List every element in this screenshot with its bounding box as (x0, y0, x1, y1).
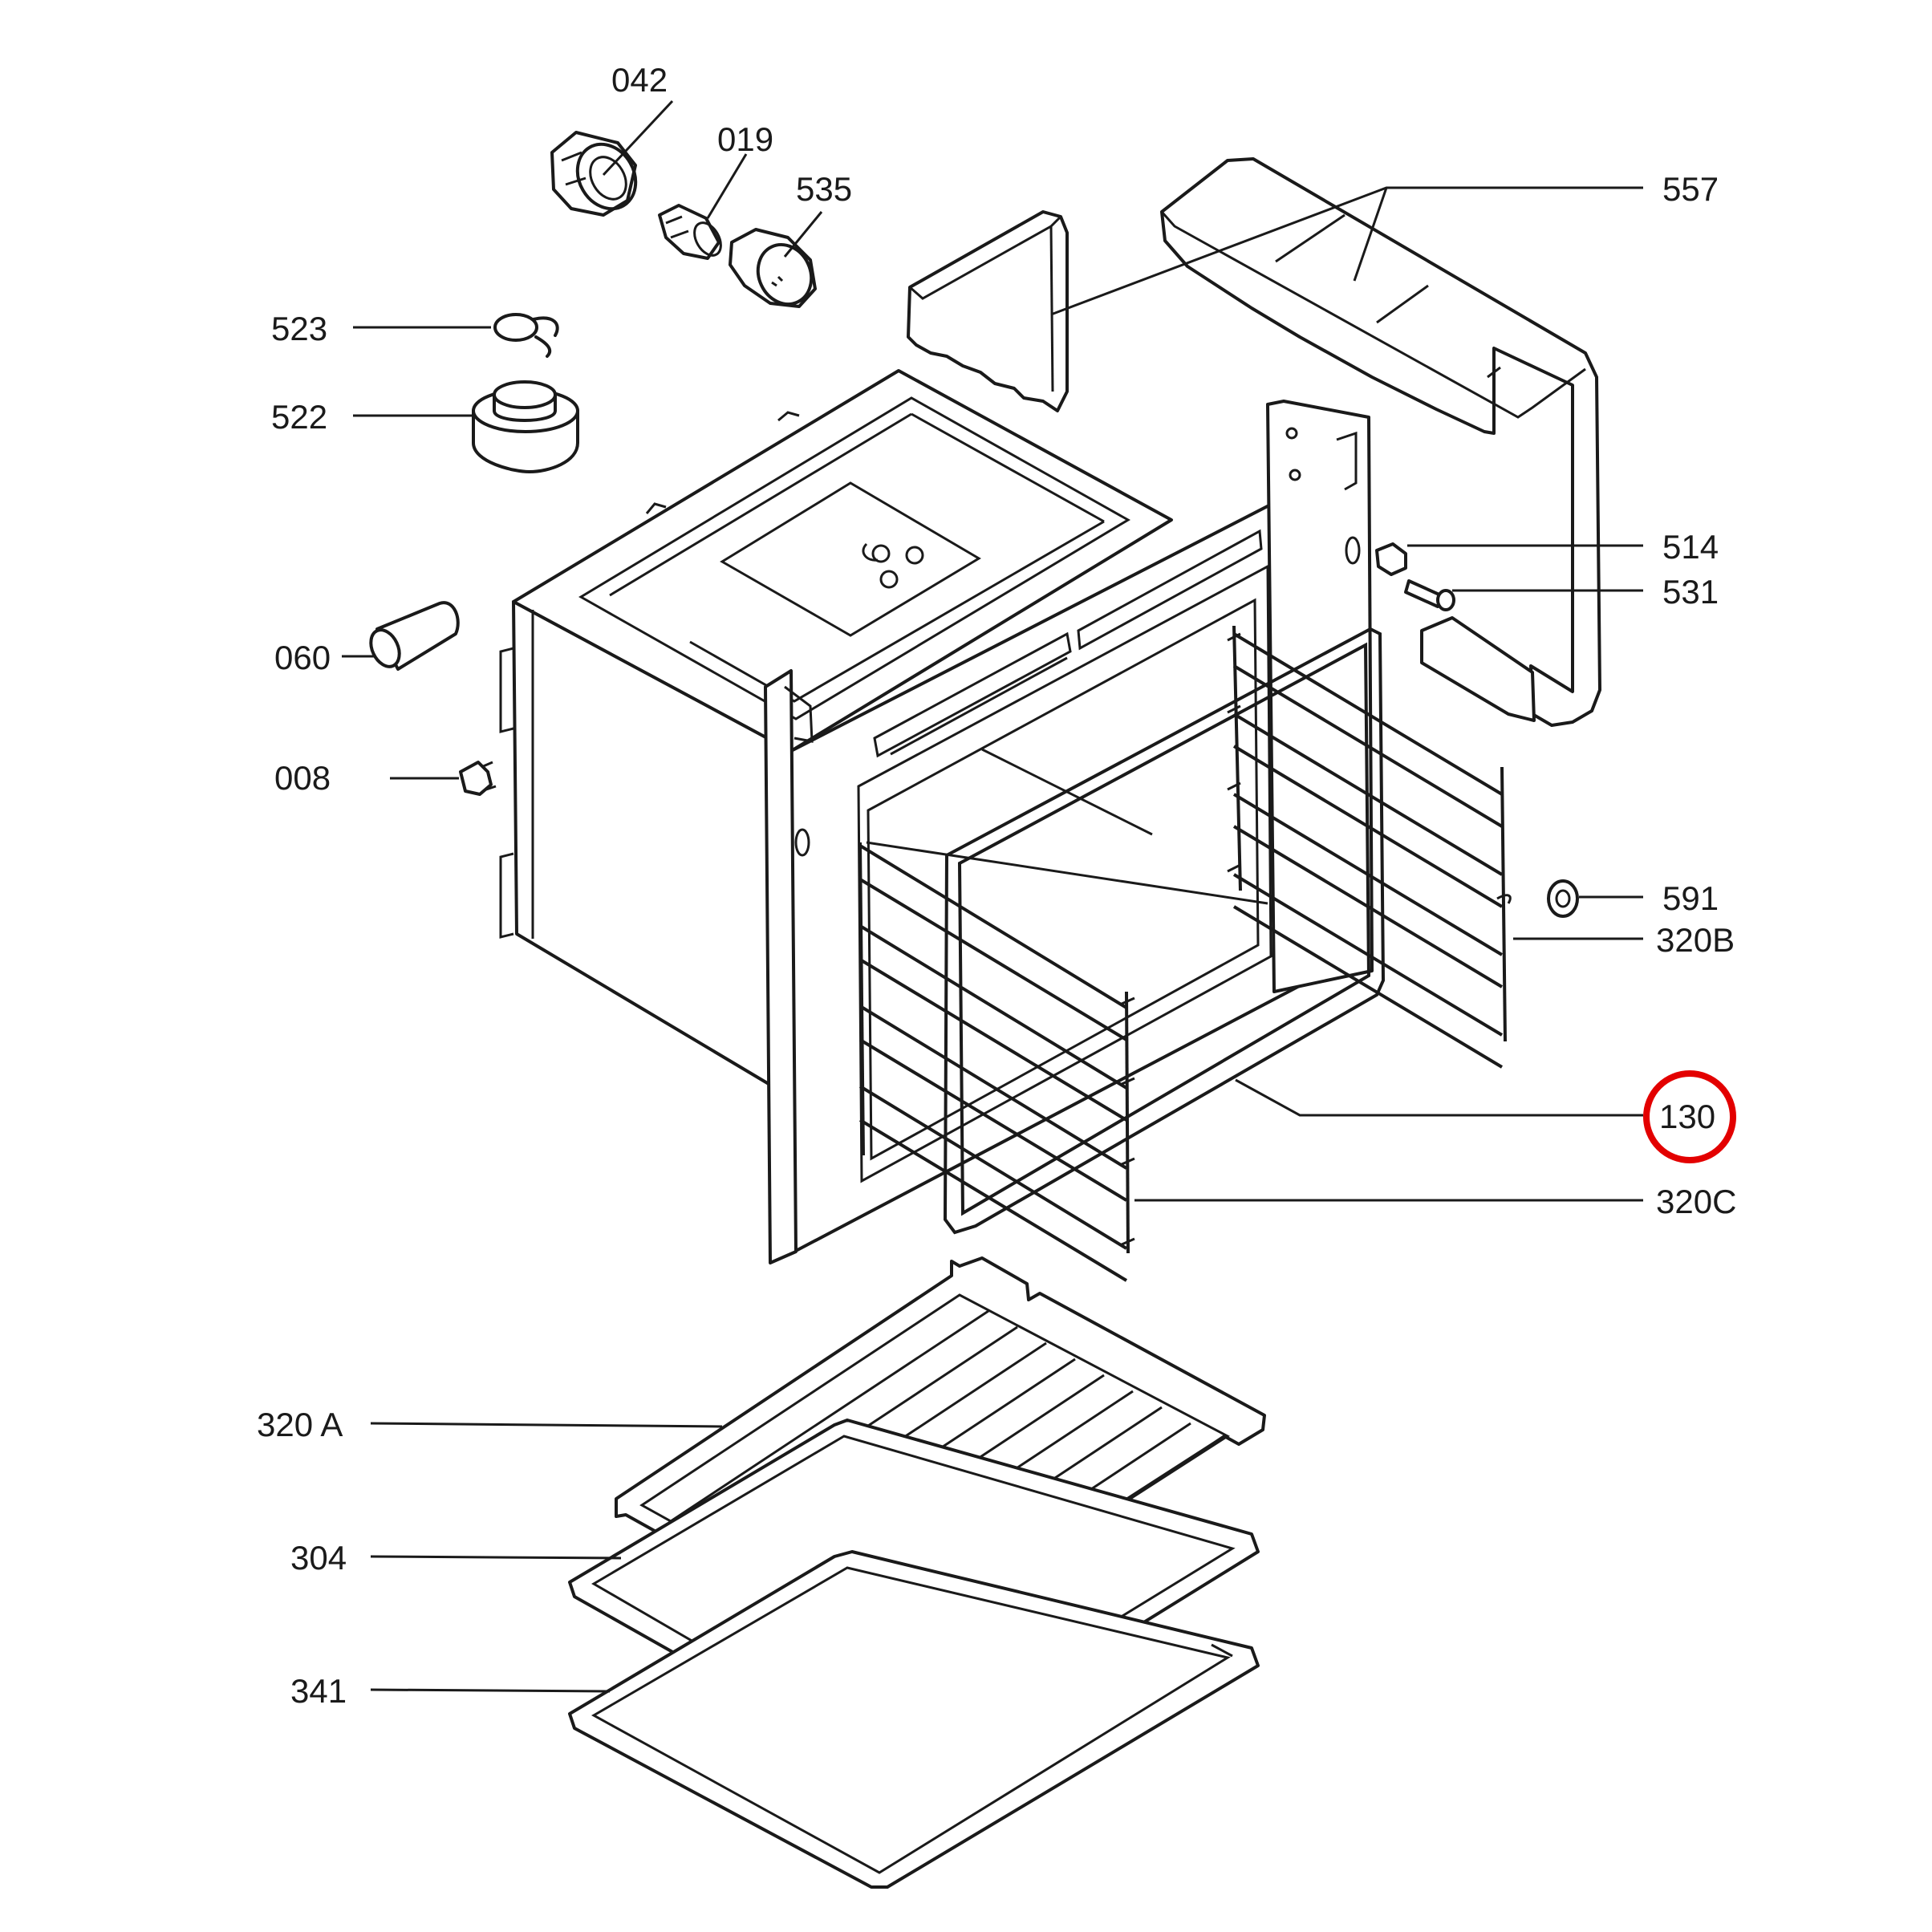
leader-019 (706, 153, 748, 219)
leader-130 (1235, 1078, 1643, 1117)
callout-535: 535 (796, 170, 852, 208)
part-knob-522 (472, 380, 579, 473)
part-lamp-bulb-019 (658, 204, 722, 260)
callout-531: 531 (1662, 573, 1719, 611)
callout-304: 304 (290, 1539, 347, 1577)
callout-130: 130 (1659, 1098, 1715, 1135)
leader-535 (783, 211, 823, 258)
callout-320B: 320B (1656, 921, 1735, 959)
callout-320C: 320C (1656, 1183, 1736, 1220)
part-shelf-runner-320C (858, 842, 1135, 1282)
leader-lines (342, 99, 1643, 1693)
callout-557: 557 (1662, 170, 1719, 208)
part-lamp-cover-535 (729, 228, 817, 308)
leader-042 (602, 99, 674, 177)
callout-042: 042 (611, 61, 668, 99)
callout-labels: 042 019 535 557 523 522 514 531 060 008 … (257, 61, 1736, 1710)
part-grill-pan-341 (568, 1550, 1260, 1889)
callout-591: 591 (1662, 879, 1719, 917)
callout-523: 523 (271, 310, 327, 347)
part-lamp-holder-042 (550, 131, 638, 217)
part-door-seal-130 (943, 627, 1386, 1235)
leader-320A (370, 1422, 723, 1428)
callout-522: 522 (271, 398, 327, 436)
leader-304 (370, 1555, 622, 1560)
leader-341 (370, 1688, 611, 1693)
callout-320A: 320 A (257, 1406, 343, 1443)
part-shelf-runner-320B (1227, 625, 1512, 1069)
callout-019: 019 (717, 120, 773, 158)
part-insulation-557 (907, 157, 1601, 727)
callout-514: 514 (1662, 528, 1719, 566)
part-connector-008 (459, 761, 497, 796)
part-washer-591 (1547, 879, 1579, 918)
part-nut-514 (1375, 542, 1407, 576)
part-cylinder-060 (369, 601, 460, 671)
leader-557 (1050, 186, 1643, 316)
callout-341: 341 (290, 1672, 347, 1710)
part-clip-523 (493, 313, 559, 358)
callout-060: 060 (274, 639, 331, 676)
part-oven-cavity (499, 369, 1374, 1264)
part-screw-531 (1404, 579, 1455, 611)
highlight-ring (1643, 1070, 1736, 1163)
callout-008: 008 (274, 759, 331, 797)
